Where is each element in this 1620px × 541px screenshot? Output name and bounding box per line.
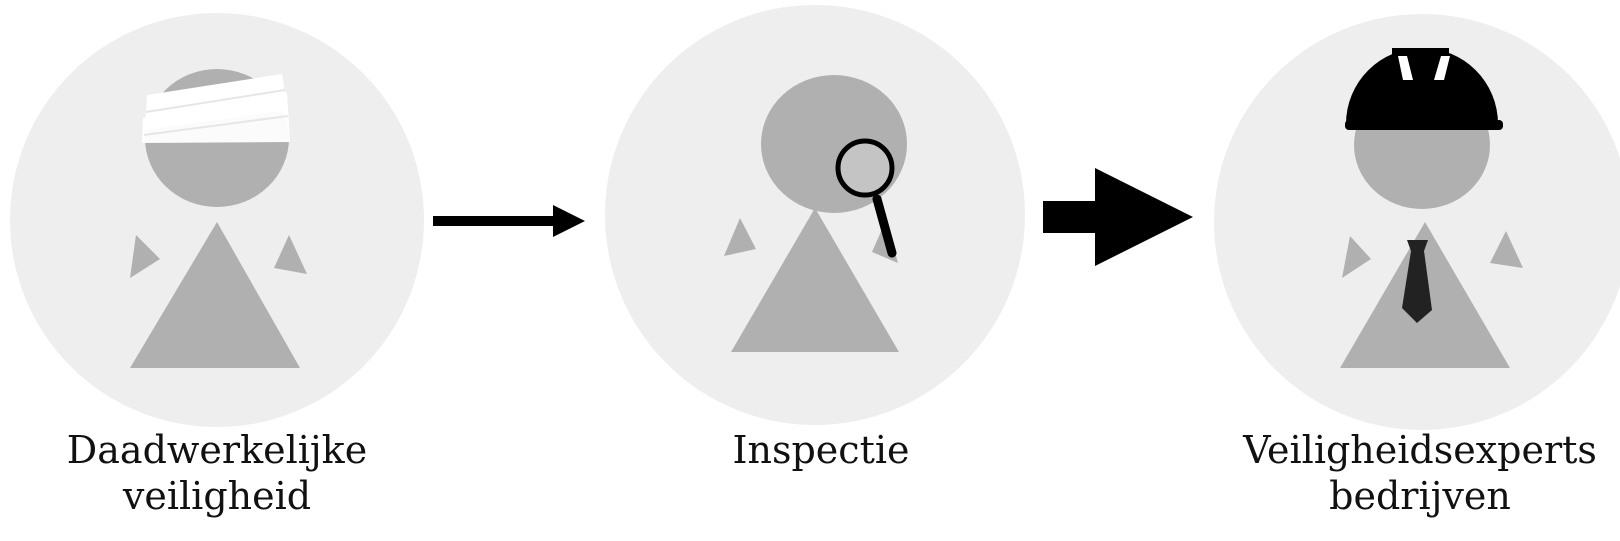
thick-arrow-right-icon: [1043, 168, 1193, 266]
step-3-caption-line-1: Veiligheidsexperts: [1243, 428, 1597, 472]
step-2-left-hand: [724, 218, 756, 256]
step-3-safety-expert-person: [1214, 14, 1620, 430]
step-1-background-circle: [10, 13, 424, 427]
step-1-body: [130, 222, 300, 368]
tie-icon: [1402, 240, 1432, 323]
bandage-icon: [142, 74, 290, 143]
step-1-right-hand: [274, 235, 307, 274]
step-1-left-hand: [130, 235, 160, 278]
step-1-caption-line-1: Daadwerkelijke: [66, 428, 368, 472]
magnifier-icon: [835, 138, 897, 258]
step-1-caption-line-2: veiligheid: [122, 474, 312, 518]
step-3-right-hand: [1490, 231, 1523, 268]
step-1-caption: Daadwerkelijke veiligheid: [7, 427, 427, 519]
step-2-caption: Inspectie: [611, 427, 1031, 473]
step-2-caption-line-1: Inspectie: [732, 428, 910, 472]
step-2-inspector-person: [605, 5, 1025, 425]
thin-arrow-right-icon: [433, 205, 585, 237]
step-3-caption-line-2: bedrijven: [1329, 474, 1511, 518]
step-3-left-hand: [1342, 236, 1371, 278]
step-2-body: [731, 208, 899, 352]
step-1-injured-person: [10, 13, 424, 427]
step-3-background-circle: [1214, 14, 1620, 430]
step-3-caption: Veiligheidsexperts bedrijven: [1200, 427, 1620, 519]
hard-hat-icon: [1345, 48, 1503, 130]
step-2-head: [761, 75, 907, 213]
